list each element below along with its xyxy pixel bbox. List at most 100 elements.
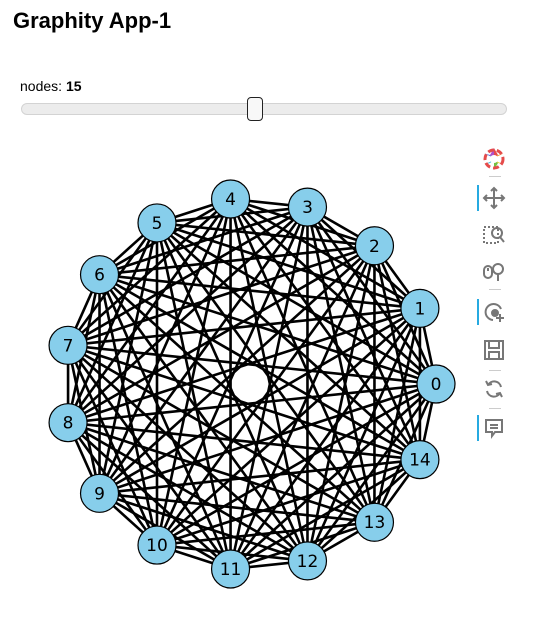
graph-edge-9-12 [99,492,308,563]
graph-edge-0-6 [99,273,437,386]
graph-edge-6-10 [98,274,159,546]
graph-edge-7-14 [67,344,421,461]
plot-toolbar [476,144,516,454]
pan-icon[interactable] [477,183,509,213]
graph-node-6[interactable]: 6 [79,255,120,295]
graph-edge-1-4 [229,197,421,310]
graph-edge-0-11 [229,383,437,570]
graph-edge-3-13 [306,206,376,523]
graph-edge-7-11 [67,344,232,570]
graph-edge-3-8 [67,206,309,424]
graph-node-8[interactable]: 8 [48,403,88,443]
graph-edge-1-13 [373,308,422,523]
graph-node-7[interactable]: 7 [48,325,88,365]
graph-edge-2-14 [373,245,422,460]
graph-edge-4-13 [229,198,376,523]
graph-edge-10-14 [156,458,421,547]
nodes-slider-track[interactable] [21,103,507,115]
graph-node-label: 7 [63,336,74,356]
graph-edge-2-5 [156,221,375,248]
graph-node-1[interactable]: 1 [400,288,440,328]
graph-node-14[interactable]: 14 [400,440,440,480]
graph-edge-1-5 [156,221,421,310]
graph-node-2[interactable]: 2 [354,226,395,266]
graph-edge-8-14 [67,421,421,461]
graph-edge-3-6 [99,205,308,276]
graph-node-label: 8 [63,414,74,434]
save-icon[interactable] [479,335,509,365]
graph-node-12[interactable]: 12 [287,541,328,581]
graph-edge-4-7 [67,198,232,347]
page-title: Graphity App-1 [13,8,172,33]
box-zoom-icon[interactable] [479,220,509,250]
graph-edge-0-12 [306,383,438,562]
slider-label-text: nodes: [20,78,66,94]
graph-edge-3-9 [98,206,309,495]
graph-node-label: 0 [431,375,442,395]
graph-edge-2-8 [67,244,376,424]
graph-edge-6-13 [98,273,376,524]
graph-edge-8-13 [67,421,375,524]
graph-edge-5-9 [98,222,159,494]
graph-edge-4-8 [67,198,232,424]
bokeh-logo-icon[interactable] [479,144,509,174]
graph-edge-8-12 [67,421,309,563]
lasso-select-icon[interactable] [477,297,509,327]
graph-edge-8-11 [67,421,232,570]
graph-node-label: 14 [409,451,431,471]
graph-node-label: 9 [94,484,105,504]
graph-edge-6-11 [98,274,232,570]
graph-node-9[interactable]: 9 [79,473,120,513]
graph-node-4[interactable]: 4 [210,179,251,219]
graph-edge-0-9 [99,382,437,495]
graph-edge-0-3 [306,206,438,385]
graph-node-label: 5 [152,214,163,234]
graph-node-5[interactable]: 5 [137,203,177,243]
graph-edge-4-9 [98,198,232,494]
graph-edge-7-13 [67,344,376,524]
graph-edge-1-11 [229,307,421,570]
graph-edge-2-6 [99,244,375,276]
slider-value: 15 [65,78,82,94]
graph-edge-1-12 [306,307,422,562]
graph-edge-5-11 [155,222,232,570]
graph-node-0[interactable]: 0 [416,364,456,404]
graph-node-10[interactable]: 10 [137,525,177,565]
graph-edge-0-10 [156,382,437,547]
graph-node-label: 12 [297,552,319,572]
graph-edge-0-5 [156,221,437,386]
graph-edge-7-10 [66,344,159,546]
graph-edge-9-14 [99,458,421,495]
graph-edge-4-14 [229,198,421,461]
graph-node-11[interactable]: 11 [210,549,251,589]
graph-edge-6-14 [98,273,421,461]
graph-node-13[interactable]: 13 [354,502,395,542]
graph-node-label: 4 [225,190,236,210]
graph-node-3[interactable]: 3 [287,187,328,227]
graph-node-label: 3 [302,198,313,218]
graph-node-label: 13 [364,513,386,533]
nodes-slider-handle[interactable] [246,97,263,121]
graph-edge-9-13 [99,492,375,524]
graph-edge-5-8 [66,222,159,424]
graph-node-label: 2 [369,237,380,257]
graph-edge-11-14 [229,458,421,571]
graph-edge-10-13 [156,520,375,547]
graph-edge-2-7 [67,244,375,347]
graph-edge-4-10 [155,198,232,546]
graph-edge-1-10 [156,307,421,547]
wheel-zoom-icon[interactable] [479,256,509,286]
graph-edge-5-14 [156,221,421,461]
slider-label: nodes: 15 [20,78,82,94]
graph-edge-1-7 [67,307,421,347]
hover-icon[interactable] [477,413,509,443]
graph-node-label: 11 [220,560,242,580]
graph-edge-1-6 [99,273,421,310]
reset-icon[interactable] [479,374,509,404]
graph-edge-3-7 [67,205,309,347]
graph-node-label: 10 [146,536,168,556]
graph-edge-6-12 [98,273,309,562]
graph-edge-0-4 [229,198,437,385]
